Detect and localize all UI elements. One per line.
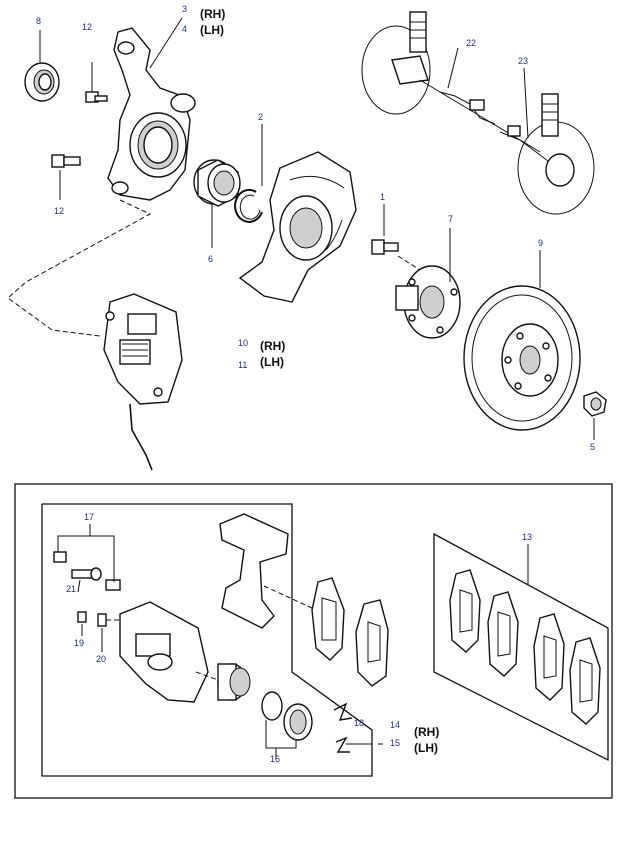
bleeder-screw-part-19[interactable] — [77, 611, 87, 623]
label-rh-kit: (RH) — [414, 725, 439, 739]
callout-18: 18 — [354, 718, 364, 728]
callout-6: 6 — [208, 254, 213, 264]
callout-4: 4 — [182, 24, 187, 34]
caliper-bracket[interactable] — [219, 513, 313, 629]
brake-disc-part-9[interactable] — [463, 285, 581, 431]
hub-bolt-part-1[interactable] — [371, 239, 399, 255]
piston-seal-kit-part-16[interactable] — [261, 691, 313, 741]
wheel-bearing-part-6[interactable] — [193, 159, 241, 207]
callout-20: 20 — [96, 654, 106, 664]
callout-19: 19 — [74, 638, 84, 648]
label-lh-shield: (LH) — [260, 355, 284, 369]
label-lh-kit: (LH) — [414, 741, 438, 755]
label-lh-top: (LH) — [200, 23, 224, 37]
caliper-piston[interactable] — [217, 663, 251, 701]
bolt-part-12-upper[interactable] — [85, 62, 108, 103]
caliper-inner-frame — [41, 503, 373, 777]
snap-ring-part-2[interactable] — [234, 188, 263, 223]
callout-17: 17 — [84, 512, 94, 522]
wheel-hub-part-7[interactable] — [395, 265, 461, 339]
vehicle-inset-lh — [499, 93, 595, 215]
callout-16: 16 — [270, 754, 280, 764]
label-rh-top: (RH) — [200, 7, 225, 21]
bolt-part-12-lower[interactable] — [51, 154, 81, 168]
callout-8: 8 — [36, 16, 41, 26]
callout-11: 11 — [238, 360, 247, 370]
caliper-kit-frame — [14, 483, 613, 799]
dust-shield-part-10-11[interactable] — [238, 151, 357, 303]
callout-12-upper: 12 — [82, 22, 92, 32]
callout-15: 15 — [390, 738, 400, 748]
callout-5: 5 — [590, 442, 595, 452]
guide-pin-kit-part-17[interactable] — [53, 551, 121, 591]
callout-14: 14 — [390, 720, 400, 730]
brake-caliper-assembly[interactable] — [103, 293, 183, 405]
callout-21: 21 — [66, 584, 76, 594]
callout-3: 3 — [182, 4, 187, 14]
hub-nut-part-5[interactable] — [583, 391, 607, 417]
brake-pad-inner-a[interactable] — [311, 577, 345, 661]
callout-22: 22 — [466, 38, 476, 48]
callout-10: 10 — [238, 338, 248, 348]
callout-9: 9 — [538, 238, 543, 248]
brake-pad-inner-b[interactable] — [355, 599, 389, 687]
callout-7: 7 — [448, 214, 453, 224]
callout-13: 13 — [522, 532, 532, 542]
brake-pad-set-part-13[interactable] — [449, 569, 601, 725]
label-rh-shield: (RH) — [260, 339, 285, 353]
bleeder-cap-part-20[interactable] — [97, 613, 122, 627]
oil-seal-part-8[interactable] — [24, 62, 60, 102]
vehicle-inset-rh — [361, 11, 561, 171]
callout-12-lower: 12 — [54, 206, 64, 216]
pad-spring-part-18[interactable] — [333, 702, 353, 753]
callout-23: 23 — [518, 56, 528, 66]
callout-2: 2 — [258, 112, 263, 122]
caliper-body[interactable] — [119, 601, 209, 703]
steering-knuckle-part-3-4[interactable] — [107, 27, 196, 201]
callout-1: 1 — [380, 192, 385, 202]
pad-set-frame — [433, 532, 609, 762]
